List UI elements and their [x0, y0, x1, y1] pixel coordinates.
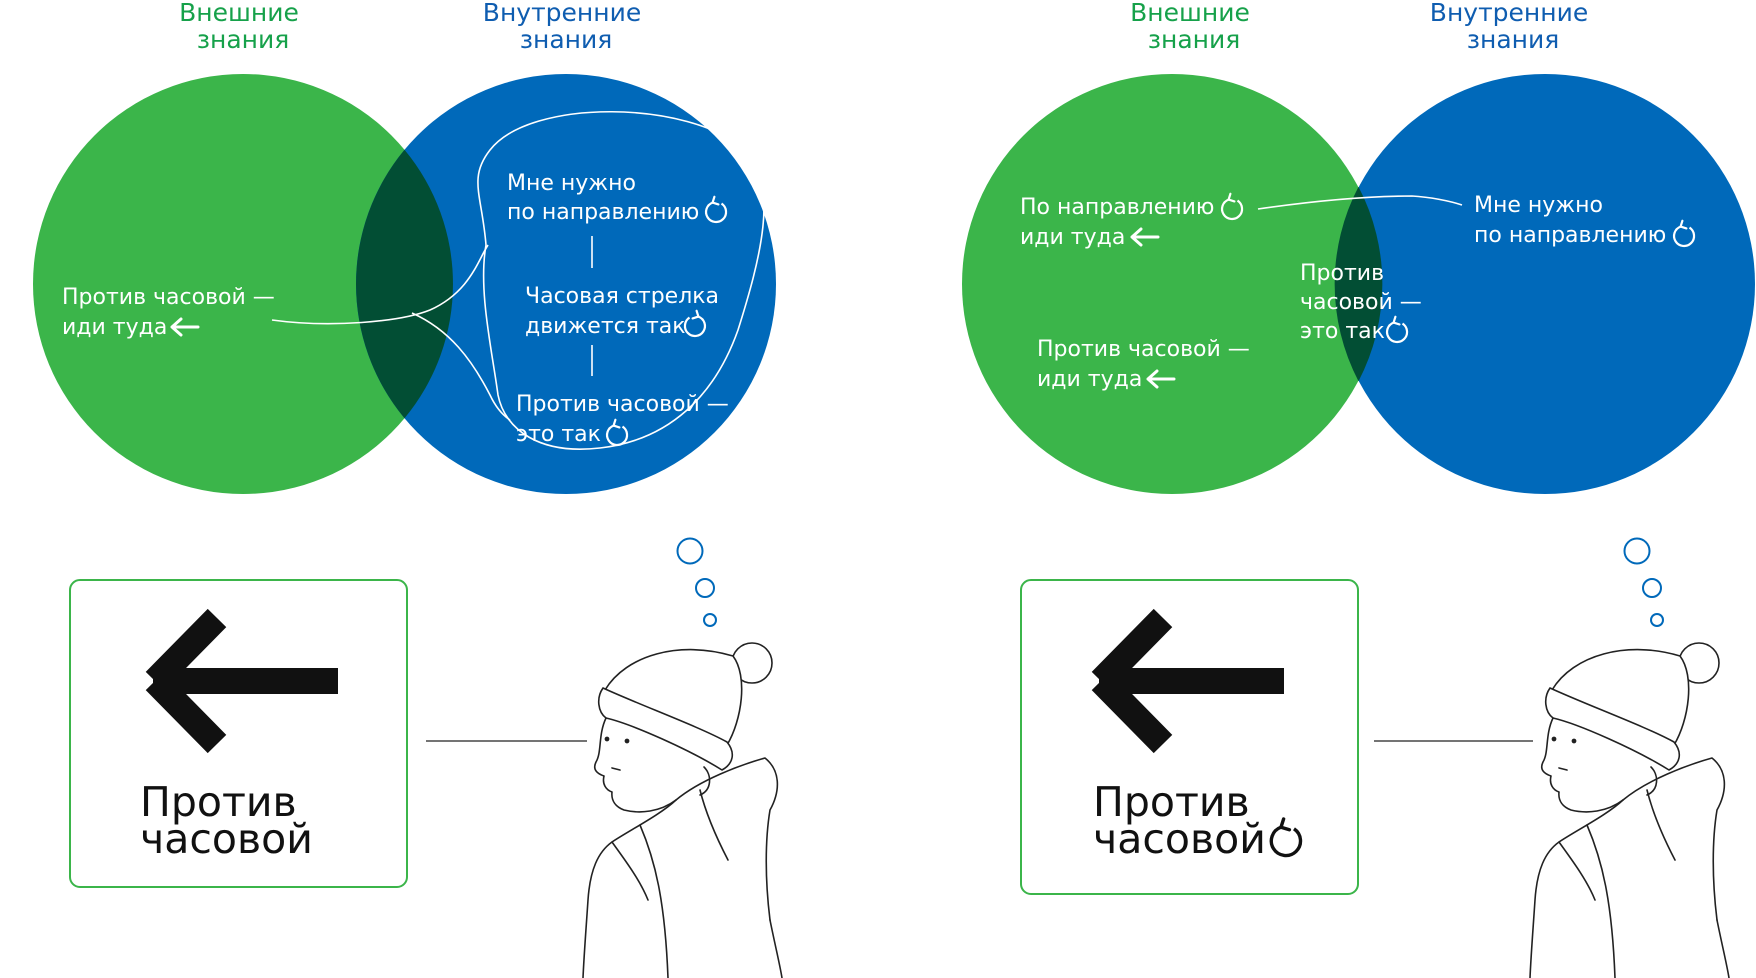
overlap-region [1334, 186, 1383, 382]
connector-line-left [271, 244, 489, 325]
thought-contour [477, 110, 765, 450]
title-internal-left: Внутренние знания [483, 0, 649, 54]
sign-text-right: Против часовой [1093, 778, 1266, 863]
connector-line-left-2 [411, 312, 511, 421]
person-illustration-left [582, 642, 783, 978]
person-illustration-right [1529, 642, 1730, 978]
sign-text-left: Против часовой [140, 778, 313, 863]
left-panel: Внешние знания Внутренние знания Против … [33, 0, 783, 978]
internal-knowledge-circle [1335, 74, 1755, 494]
bubble-text-1: Мне нужно по направлению [507, 171, 699, 225]
thought-bubble-icon [676, 537, 717, 627]
overlap-region [356, 149, 453, 419]
title-external-right: Внешние знания [1130, 0, 1258, 54]
title-external-left: Внешние знания [179, 0, 307, 54]
right-panel: Внешние знания Внутренние знания По напр… [962, 0, 1755, 978]
label-external-left: Против часовой — иди туда [62, 285, 282, 340]
sign-panel-left [69, 579, 408, 888]
internal-knowledge-circle [356, 74, 776, 494]
thought-bubble-icon [1623, 537, 1664, 627]
connector-line-right [1257, 195, 1463, 210]
external-knowledge-circle [33, 74, 453, 494]
bubble-text-2: Часовая стрелка движется так [525, 284, 726, 339]
label-ext-1-right: По направлению иди туда [1020, 195, 1221, 250]
title-internal-right: Внутренние знания [1430, 0, 1596, 54]
label-internal-right: Мне нужно по направлению [1474, 193, 1666, 248]
label-ext-2-right: Против часовой — иди туда [1037, 337, 1257, 392]
bubble-text-3: Против часовой — это так [516, 392, 736, 447]
label-overlap-right: Против часовой — это так [1300, 261, 1429, 344]
external-knowledge-circle [962, 74, 1382, 494]
